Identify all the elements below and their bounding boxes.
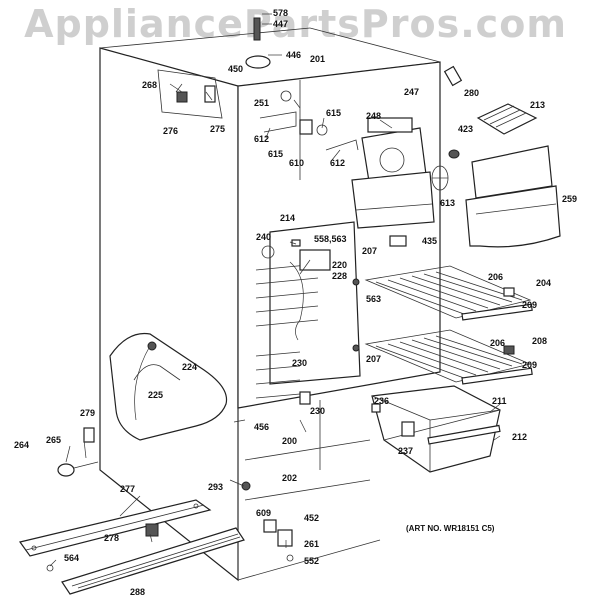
part-label: 293 — [208, 482, 223, 492]
crisper-clip-237 — [401, 421, 415, 437]
part-label: 259 — [562, 194, 577, 204]
part-label: 207 — [366, 354, 381, 364]
part-label: 224 — [182, 362, 197, 372]
part-label: 558,563 — [314, 234, 347, 244]
hinge-609 — [263, 519, 277, 533]
mounting-brackets — [259, 90, 359, 151]
part-label: 248 — [366, 111, 381, 121]
part-label: 208 — [532, 336, 547, 346]
screw-564 — [46, 564, 54, 572]
part-label: 612 — [254, 134, 269, 144]
part-label: 552 — [304, 556, 319, 566]
part-label: 276 — [163, 126, 178, 136]
part-label: 563 — [366, 294, 381, 304]
top-hinge — [245, 13, 282, 69]
part-label: 280 — [464, 88, 479, 98]
part-label: 204 — [536, 278, 551, 288]
air-duct-cover — [465, 145, 561, 248]
evaporator-fan-housing — [351, 117, 435, 229]
shelf-bracket-208 — [503, 345, 515, 355]
part-label: 615 — [326, 108, 341, 118]
screw-552 — [286, 554, 294, 562]
part-label: 279 — [80, 408, 95, 418]
bracket-435 — [389, 235, 407, 247]
part-label: 423 — [458, 124, 473, 134]
part-label: 220 — [332, 260, 347, 270]
part-label: 261 — [304, 539, 319, 549]
shelf-support-lower — [352, 344, 360, 352]
ice-tray — [476, 103, 538, 135]
roller-265 — [57, 461, 99, 477]
part-label: 288 — [130, 587, 145, 597]
part-label: 212 — [512, 432, 527, 442]
part-labels: 578 447 446 450 201 268 280 213 247 251 … — [14, 8, 577, 597]
part-label: 240 — [256, 232, 271, 242]
bracket-279 — [83, 427, 95, 443]
part-label: 609 — [256, 508, 271, 518]
part-label: 213 — [530, 100, 545, 110]
part-label: 265 — [46, 435, 61, 445]
part-label: 206 — [488, 272, 503, 282]
part-label: 268 — [142, 80, 157, 90]
control-switches — [157, 69, 223, 119]
base-rail — [18, 499, 212, 557]
part-label: 615 — [268, 149, 283, 159]
part-label: 200 — [282, 436, 297, 446]
part-label: 202 — [282, 473, 297, 483]
watermark: AppliancePartsPros.com — [24, 2, 567, 46]
evaporator-coil — [255, 221, 361, 399]
hinge-452 — [277, 529, 293, 547]
part-label: 201 — [310, 54, 325, 64]
part-label: 209 — [522, 360, 537, 370]
wire-shelf-lower — [364, 329, 533, 385]
part-label: 207 — [362, 246, 377, 256]
part-label: 446 — [286, 50, 301, 60]
knob-part — [443, 65, 463, 87]
door-liner-panel — [109, 332, 228, 441]
crisper-clip-236 — [371, 403, 381, 413]
part-label: 209 — [522, 300, 537, 310]
clip-278 — [145, 523, 159, 537]
part-label: 610 — [289, 158, 304, 168]
part-label: 435 — [422, 236, 437, 246]
part-label: 612 — [330, 158, 345, 168]
part-label: 230 — [292, 358, 307, 368]
fan-blade — [431, 165, 449, 191]
part-label: 230 — [310, 406, 325, 416]
part-label: 578 — [273, 8, 288, 18]
part-label: 277 — [120, 484, 135, 494]
part-label: 564 — [64, 553, 79, 563]
part-label: 225 — [148, 390, 163, 400]
screw-293 — [241, 481, 251, 491]
part-label: 264 — [14, 440, 29, 450]
part-label: 275 — [210, 124, 225, 134]
wire-shelf-upper — [364, 265, 533, 321]
part-label: 447 — [273, 19, 288, 29]
leader-lines — [49, 83, 501, 567]
part-label: 236 — [374, 396, 389, 406]
part-label: 214 — [280, 213, 295, 223]
shelf-support-upper — [352, 278, 360, 286]
part-label: 247 — [404, 87, 419, 97]
part-label: 452 — [304, 513, 319, 523]
part-label: 278 — [104, 533, 119, 543]
part-label: 206 — [490, 338, 505, 348]
light-socket — [448, 149, 460, 159]
art-number: (ART NO. WR18151 C5) — [406, 524, 495, 533]
part-label: 613 — [440, 198, 455, 208]
part-label: 251 — [254, 98, 269, 108]
crisper-pan — [371, 385, 501, 473]
part-label: 456 — [254, 422, 269, 432]
shelf-bracket-204 — [503, 287, 515, 297]
part-label: 237 — [398, 446, 413, 456]
clip-230 — [299, 391, 311, 405]
part-label: 211 — [492, 396, 507, 406]
part-label: 450 — [228, 64, 243, 74]
toe-grille — [61, 527, 245, 595]
part-label: 228 — [332, 271, 347, 281]
